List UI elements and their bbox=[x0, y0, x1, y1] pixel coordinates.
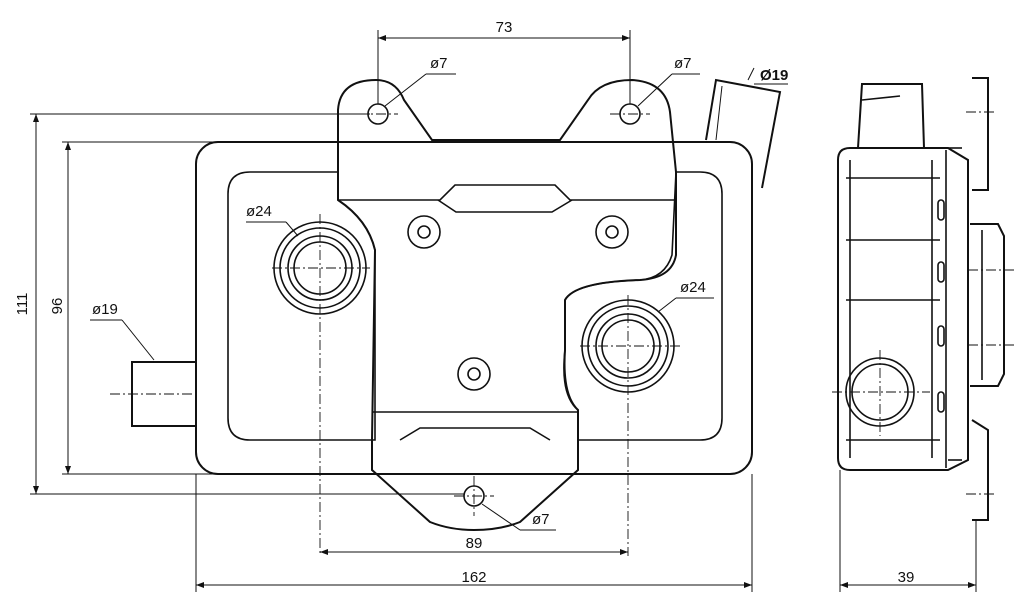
dim-port-left: ø24 bbox=[246, 203, 272, 220]
dim-ports-span: 89 bbox=[466, 535, 483, 552]
dim-overall-width: 162 bbox=[461, 569, 486, 586]
dim-port-right: ø24 bbox=[680, 279, 706, 296]
body-outline bbox=[195, 141, 753, 475]
center-plate bbox=[337, 78, 677, 532]
boss-right-core bbox=[605, 225, 619, 239]
side-port-fitting bbox=[970, 223, 1005, 387]
dim-tube-left: ø19 bbox=[92, 301, 118, 318]
side-top-tube bbox=[856, 83, 926, 149]
side-view bbox=[832, 77, 1014, 521]
dim-side-depth: 39 bbox=[898, 569, 915, 586]
upper-bridge bbox=[338, 184, 676, 201]
boss-center-core bbox=[467, 367, 481, 381]
dim-top-width: 73 bbox=[496, 19, 513, 36]
top-tube bbox=[705, 78, 782, 189]
top-tube-edge bbox=[715, 85, 723, 141]
inner-right-panel bbox=[563, 171, 723, 441]
boss-right bbox=[595, 215, 629, 249]
boss-left-core bbox=[417, 225, 431, 239]
front-view bbox=[110, 78, 782, 556]
dim-hole-top-left: ø7 bbox=[430, 55, 448, 72]
side-housing bbox=[837, 147, 969, 471]
upper-bridge-inner bbox=[437, 199, 573, 213]
dim-height-outer: 111 bbox=[14, 293, 31, 316]
dim-hole-bottom: ø7 bbox=[532, 511, 550, 528]
slot-2 bbox=[937, 261, 945, 283]
dim-height-inner: 96 bbox=[49, 298, 66, 315]
dim-hole-top-right: ø7 bbox=[674, 55, 692, 72]
dim-tube-top: Ø19 bbox=[760, 67, 788, 84]
side-bracket-top bbox=[972, 77, 989, 191]
boss-center bbox=[457, 357, 491, 391]
side-bracket-bottom bbox=[971, 419, 989, 521]
dimension-lines: 73 ø7 ø7 Ø19 ø24 ø24 ø19 111 bbox=[14, 19, 977, 592]
slot-3 bbox=[937, 325, 945, 347]
side-top-tube-line bbox=[861, 95, 901, 101]
boss-left bbox=[407, 215, 441, 249]
lower-bridge-inner bbox=[399, 427, 551, 441]
slot-4 bbox=[937, 391, 945, 413]
slot-1 bbox=[937, 199, 945, 221]
